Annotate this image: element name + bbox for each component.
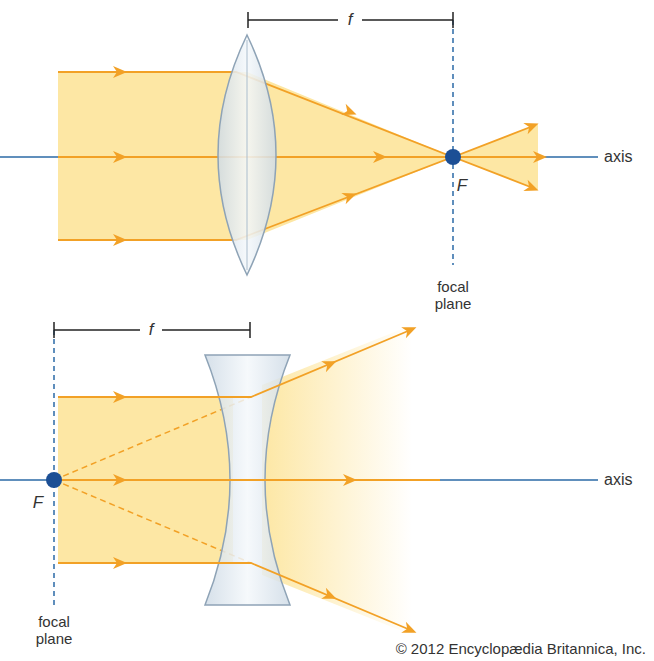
- ray-arrowhead: [113, 474, 127, 486]
- ray-arrowhead: [401, 322, 419, 338]
- ray-arrowhead: [341, 188, 358, 204]
- ray-arrowhead: [533, 151, 547, 163]
- focal-point-label: F: [33, 493, 43, 513]
- axis-label: axis: [604, 471, 632, 489]
- ray-arrowhead: [321, 588, 339, 604]
- ray-arrowhead: [113, 557, 127, 569]
- focal-length-label: f: [149, 320, 154, 340]
- ray-arrowhead: [373, 151, 387, 163]
- ray-arrowhead: [401, 622, 419, 638]
- copyright-notice: © 2012 Encyclopædia Britannica, Inc.: [396, 640, 646, 657]
- ray-arrowhead: [113, 391, 127, 403]
- ray-arrowhead: [113, 234, 127, 246]
- focal-point-label: F: [457, 176, 467, 196]
- ray-arrowhead: [113, 66, 127, 78]
- axis-label: axis: [604, 148, 632, 166]
- ray-arrowhead: [523, 180, 540, 196]
- focal-plane-label: focal plane: [423, 278, 483, 313]
- ray-arrowhead: [113, 151, 127, 163]
- ray-arrowhead: [343, 474, 357, 486]
- ray-arrowhead: [523, 118, 540, 134]
- ray-arrowhead: [341, 104, 358, 120]
- focal-length-label: f: [348, 10, 353, 30]
- focal-plane-label: focal plane: [24, 613, 84, 648]
- ray-arrowhead: [321, 356, 339, 372]
